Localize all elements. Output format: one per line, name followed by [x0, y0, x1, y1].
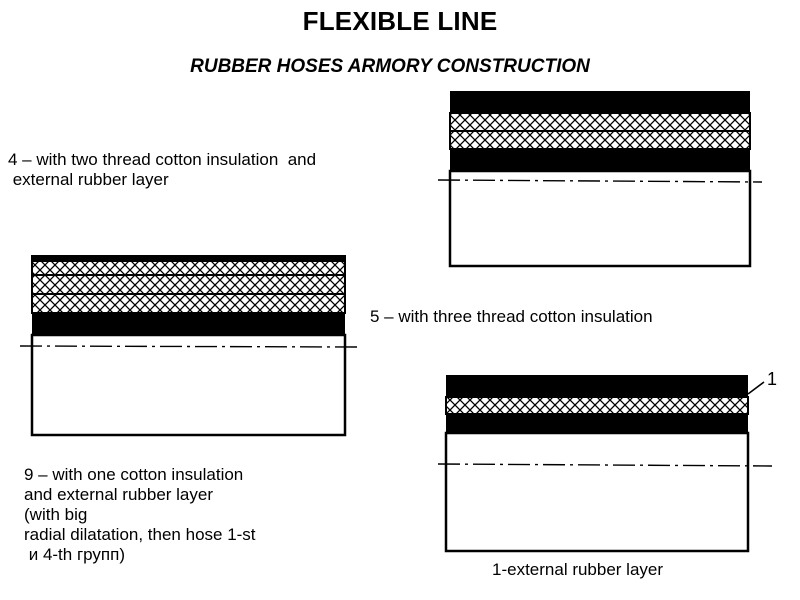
hose-1-inner-rubber-layer	[446, 414, 748, 433]
hose-5-bore	[30, 333, 347, 437]
caption-hose-5: 5 – with three thread cotton insulation	[370, 307, 653, 326]
hose-4-cross-section	[437, 91, 763, 268]
diagram-subtitle: RUBBER HOSES ARMORY CONSTRUCTION	[190, 56, 590, 77]
hose-5-cross-section	[19, 255, 359, 437]
hose-5-rubber-layer	[32, 313, 345, 335]
caption-hose-1: 1-external rubber layer	[492, 560, 664, 579]
caption-hose-4: 4 – with two thread cotton insulation an…	[8, 150, 317, 189]
hose-4-bore	[448, 169, 752, 268]
hose-1-outer-rubber-layer	[446, 375, 748, 397]
hose-5-centerline	[19, 345, 359, 348]
callout-leader-line	[747, 381, 765, 395]
hose-4-inner-rubber-layer	[450, 149, 750, 171]
hose-4-outer-rubber-layer	[450, 91, 750, 113]
hose-1-cross-section	[437, 375, 773, 553]
caption-hose-9: 9 – with one cotton insulation and exter…	[24, 465, 256, 564]
hose-5-cotton-layer	[31, 293, 346, 314]
hose-5-cotton-layer	[31, 274, 346, 295]
callout-label-1: 1	[767, 369, 778, 389]
hose-4-cotton-layer	[449, 112, 751, 132]
hose-1-cotton-layer	[445, 396, 749, 415]
diagram-title: FLEXIBLE LINE	[302, 6, 498, 36]
hose-4-centerline	[437, 179, 763, 183]
hose-4-cotton-layer	[449, 130, 751, 150]
hose-1-centerline	[437, 463, 773, 467]
hose-1-bore	[444, 431, 750, 553]
